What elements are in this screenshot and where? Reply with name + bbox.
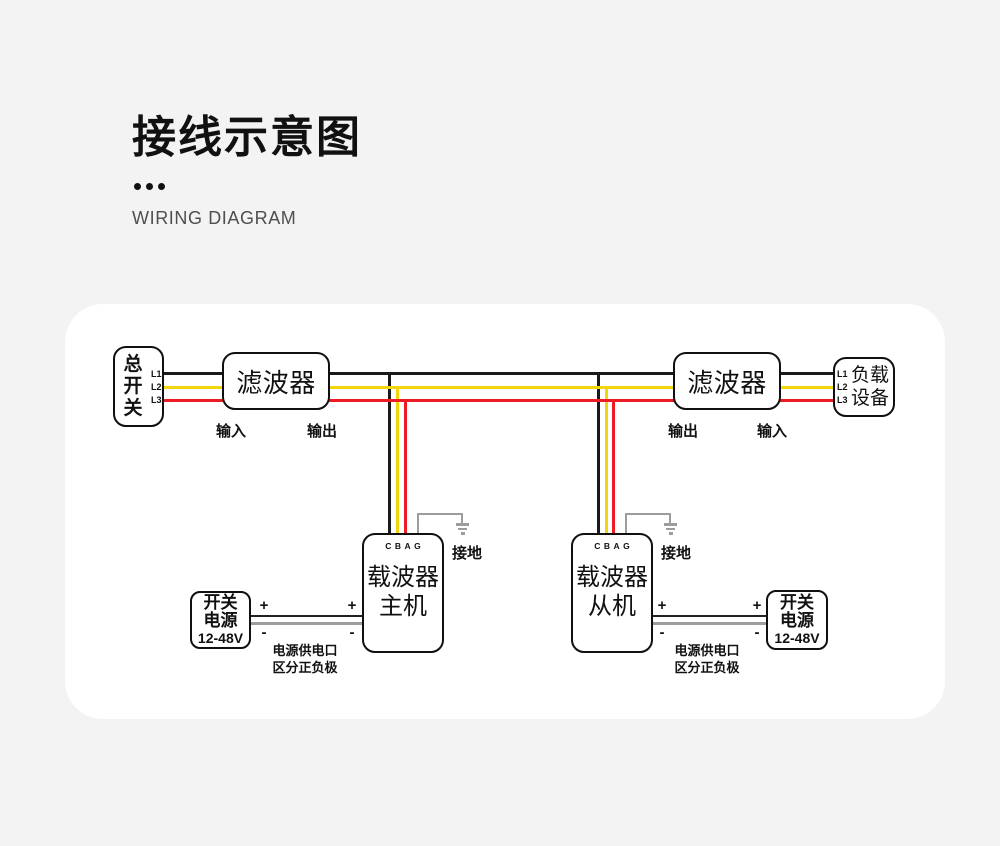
ground-wire-master-horizontal: [417, 513, 463, 515]
main-switch-terminal-l2: L2: [151, 382, 162, 392]
ground-symbol-master-bar3: [460, 532, 465, 535]
carrier-slave-port-label: CBAG: [594, 541, 634, 551]
dot: [158, 183, 165, 190]
carrier-master-port-label: CBAG: [385, 541, 425, 551]
minus-mark: -: [261, 624, 267, 641]
load-device-terminal-l2: L2: [837, 382, 848, 392]
carrier-master-box: CBAG 载波器 主机: [362, 533, 444, 653]
power-note-right-line1: 电源供电口: [674, 643, 740, 658]
main-switch-label: 总开关: [123, 353, 143, 419]
load-device-terminal-l3: L3: [837, 395, 848, 405]
main-switch-terminal-l3: L3: [151, 395, 162, 405]
drop-wire-l1-slave: [597, 372, 600, 536]
ground-symbol-master-bar1: [456, 523, 469, 526]
carrier-slave-line2: 从机: [588, 593, 636, 620]
power-wire-negative-left: [251, 622, 362, 625]
ground-wire-slave-drop: [669, 513, 671, 523]
filter-left-output-label: 输出: [306, 423, 338, 440]
power-note-right-line2: 区分正负极: [674, 659, 740, 675]
drop-wire-l2-master: [396, 386, 399, 536]
filter-left-input-label: 输入: [215, 423, 247, 440]
carrier-slave-line1: 载波器: [576, 564, 648, 591]
minus-mark: -: [754, 624, 760, 641]
page-title: 接线示意图: [132, 113, 362, 162]
filter-left-box: 滤波器: [222, 352, 330, 410]
filter-right-box: 滤波器: [673, 352, 781, 410]
filter-right-label: 滤波器: [687, 367, 767, 398]
title-dots: [134, 183, 165, 190]
psu-right-voltage: 12-48V: [774, 630, 820, 646]
main-switch-terminal-l1: L1: [151, 368, 162, 379]
bus-wire-l2: [164, 386, 833, 389]
psu-left-voltage: 12-48V: [197, 630, 244, 646]
psu-right-line1: 开关: [780, 593, 814, 612]
ground-wire-master-drop: [461, 513, 463, 523]
power-note-left-line1: 电源供电口: [272, 643, 338, 658]
ground-label-slave: 接地: [661, 545, 692, 562]
carrier-master-line1: 载波器: [367, 564, 439, 591]
minus-mark: -: [349, 624, 355, 641]
psu-right-box: 开关 电源 12-48V: [766, 590, 828, 650]
power-wire-negative-right: [653, 622, 766, 625]
ground-wire-master-stub: [417, 513, 419, 536]
carrier-slave-box: CBAG 载波器 从机: [571, 533, 653, 653]
load-device-terminal-l1: L1: [837, 368, 848, 379]
filter-right-output-label: 输出: [667, 423, 699, 440]
dot: [146, 183, 153, 190]
power-note-left: 电源供电口 区分正负极: [272, 643, 337, 676]
power-wire-positive-left: [251, 615, 362, 617]
carrier-master-line2: 主机: [379, 593, 427, 620]
carrier-slave-label: 载波器 从机: [576, 563, 648, 621]
filter-left-label: 滤波器: [236, 367, 316, 398]
carrier-master-label: 载波器 主机: [367, 563, 439, 621]
filter-right-input-label: 输入: [756, 423, 788, 440]
psu-left-line2: 电源: [203, 611, 238, 630]
psu-left-box: 开关 电源 12-48V: [190, 591, 251, 649]
drop-wire-l3-slave: [612, 399, 615, 536]
drop-wire-l3-master: [404, 399, 407, 536]
ground-symbol-slave-bar1: [664, 523, 677, 526]
minus-mark: -: [659, 624, 665, 641]
plus-mark: +: [752, 597, 762, 614]
main-switch-box: 总开关: [113, 346, 164, 427]
ground-wire-slave-horizontal: [625, 513, 671, 515]
power-note-left-line2: 区分正负极: [272, 659, 338, 675]
ground-symbol-slave-bar3: [668, 532, 673, 535]
dot: [134, 183, 141, 190]
ground-symbol-master-bar2: [458, 527, 467, 530]
bus-wire-l3: [164, 399, 833, 402]
plus-mark: +: [347, 597, 357, 614]
plus-mark: +: [259, 597, 269, 614]
ground-label-master: 接地: [452, 545, 483, 562]
psu-right-line2: 电源: [780, 611, 814, 630]
bus-wire-l1: [164, 372, 833, 375]
load-device-box: 负载 设备: [833, 357, 895, 417]
load-device-label-line2: 设备: [850, 388, 889, 409]
diagram-panel: 接地 接地 + + - - + + - - 总开关 L1 L2 L3 滤波器 滤…: [65, 304, 945, 719]
load-device-label-line1: 负载: [850, 365, 889, 386]
psu-left-line1: 开关: [203, 593, 238, 612]
ground-wire-slave-stub: [625, 513, 627, 536]
plus-mark: +: [657, 597, 667, 614]
drop-wire-l1-master: [388, 372, 391, 536]
power-note-right: 电源供电口 区分正负极: [674, 643, 739, 676]
page-subtitle: WIRING DIAGRAM: [132, 208, 297, 228]
power-wire-positive-right: [653, 615, 766, 617]
drop-wire-l2-slave: [605, 386, 608, 536]
ground-symbol-slave-bar2: [666, 527, 675, 530]
